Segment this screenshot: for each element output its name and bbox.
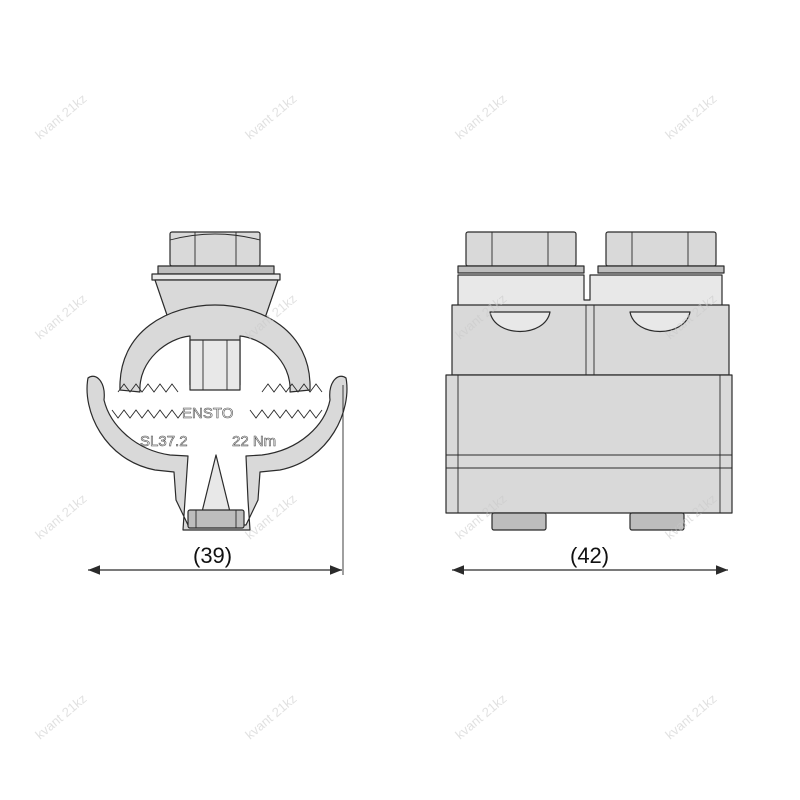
watermark: kvant 21kz [662,91,719,142]
right-washer-left [489,311,551,332]
right-bolt-end-right [629,512,685,531]
left-dimension-label: (39) [193,543,232,568]
left-upper-teeth [117,383,323,393]
left-brand-text: ENSTO [182,405,233,422]
watermark: kvant 21kz [452,691,509,742]
watermark: kvant 21kz [32,691,89,742]
watermark: kvant 21kz [242,691,299,742]
left-bolt-end [187,509,245,529]
watermark: kvant 21kz [242,91,299,142]
watermark: kvant 21kz [32,91,89,142]
left-clamp-view: ENSTO SL37.2 22 Nm (39) [86,231,348,575]
right-dimension-label: (42) [570,543,609,568]
left-torque-text: 22 Nm [232,433,276,450]
right-washer-right [629,311,691,332]
right-bolt-end-left [491,512,547,531]
left-bolt-shaft [189,339,241,391]
watermark: kvant 21kz [452,91,509,142]
left-hex-nut [151,231,281,281]
left-lower-jaw [86,375,348,531]
left-lower-teeth [111,409,323,419]
right-main-block [445,374,733,514]
right-clamp-view: (42) [445,231,733,575]
right-hex-nut-left [457,231,585,274]
watermark: kvant 21kz [32,491,89,542]
watermark: kvant 21kz [662,691,719,742]
watermark: kvant 21kz [32,291,89,342]
left-model-text: SL37.2 [140,433,188,450]
right-hex-nut-right [597,231,725,274]
